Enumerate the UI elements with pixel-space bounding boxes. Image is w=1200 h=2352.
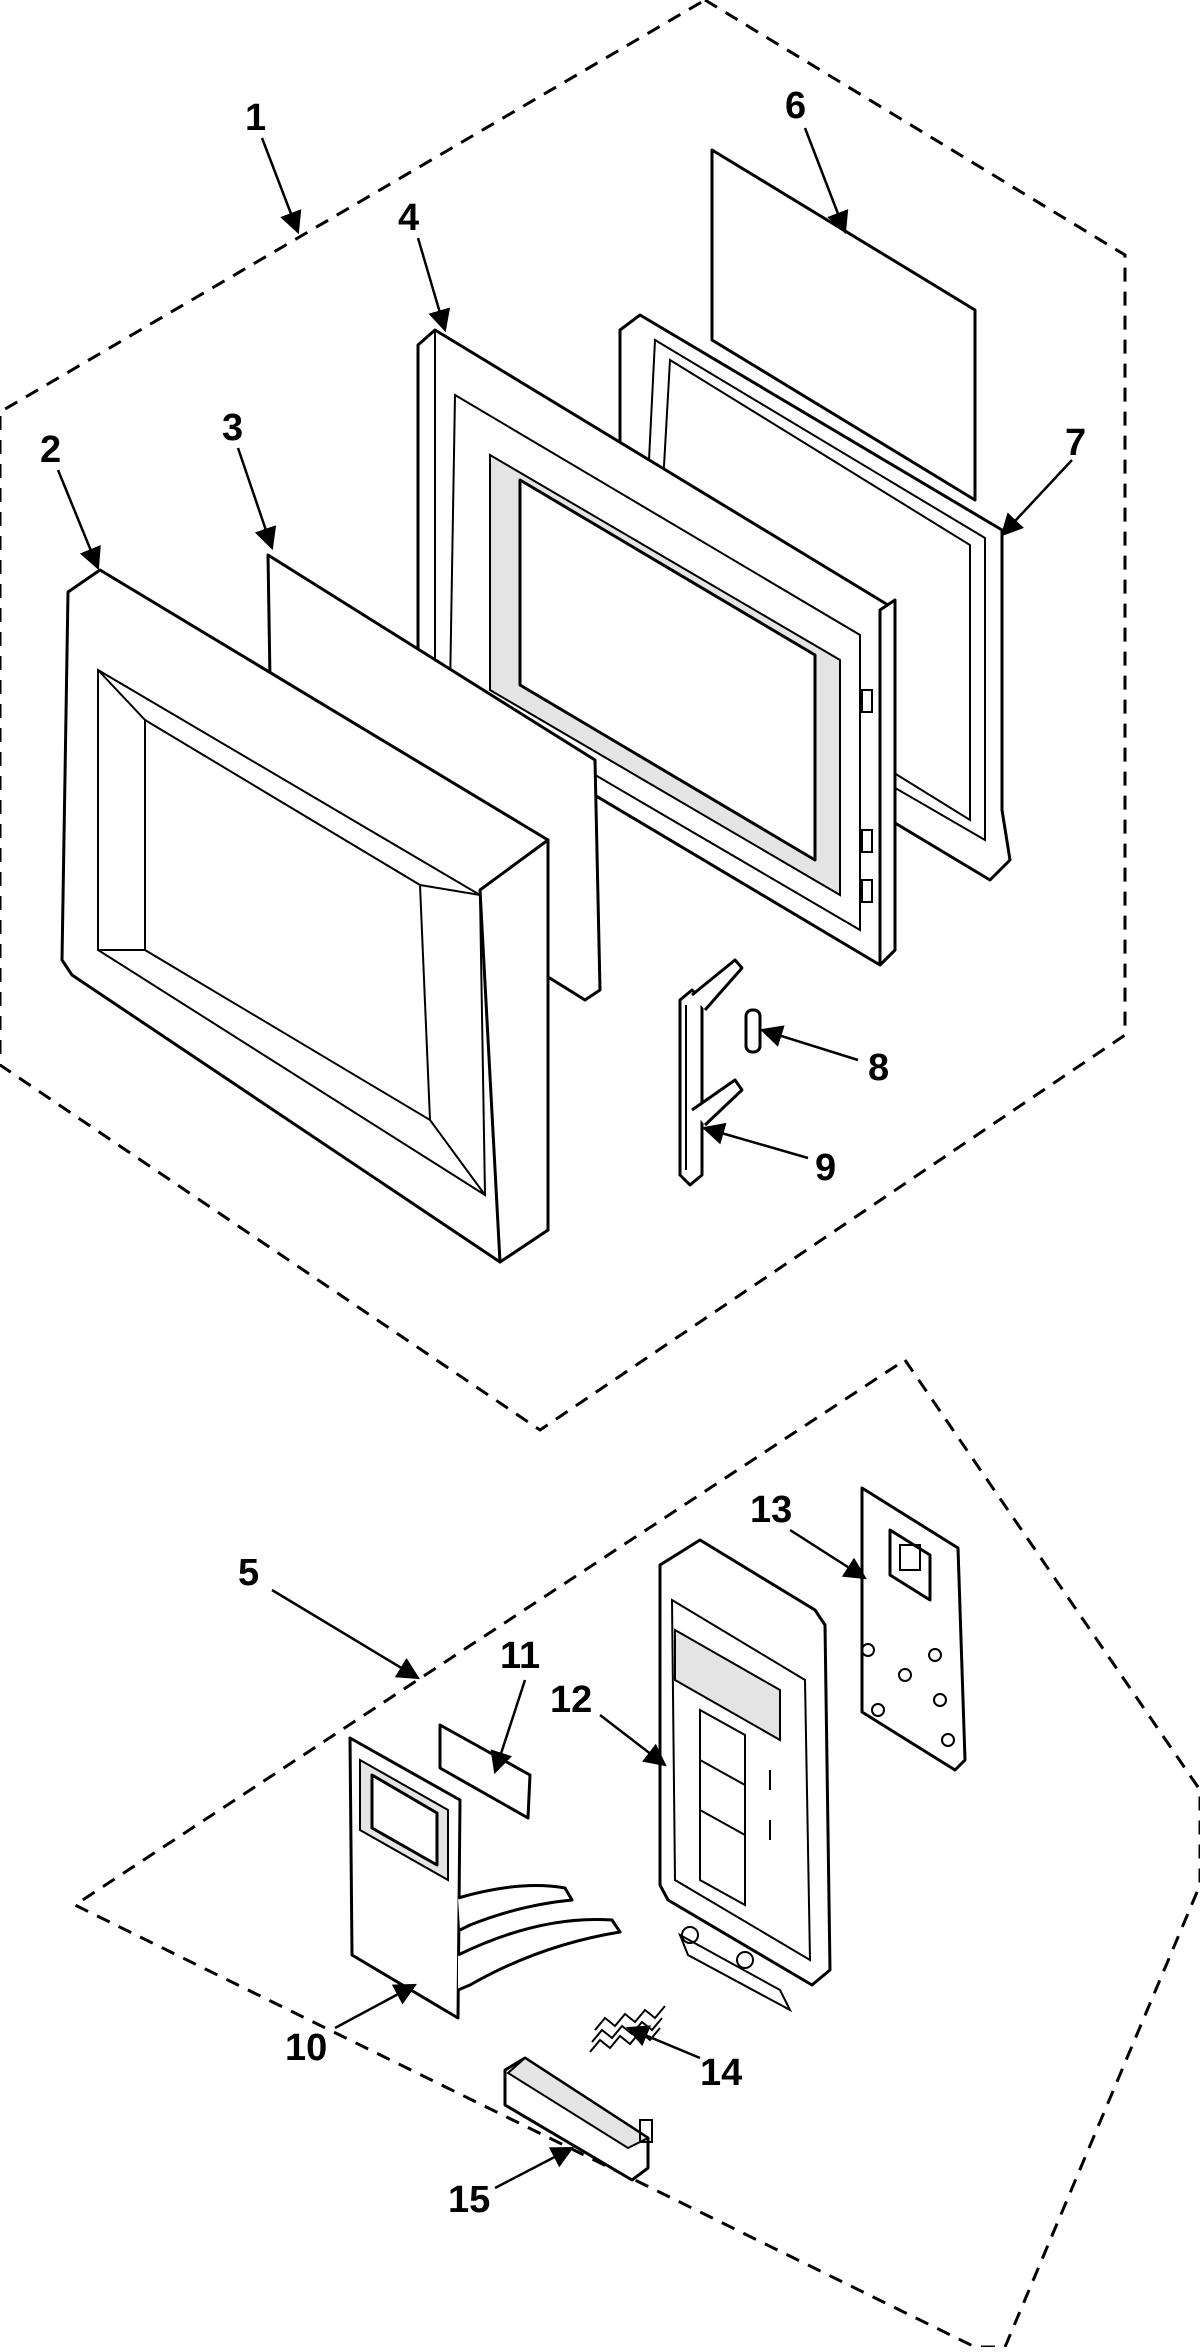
door-frame-part xyxy=(416,328,897,967)
callout-6: 6 xyxy=(785,85,806,127)
leader-line-10 xyxy=(334,1983,417,2030)
callout-2: 2 xyxy=(40,429,61,471)
door-assembly-boundary xyxy=(0,0,1127,1432)
leader-line-1 xyxy=(260,137,302,235)
callout-12: 12 xyxy=(550,1679,592,1721)
leader-line-2 xyxy=(56,469,101,571)
callout-13: 13 xyxy=(750,1489,792,1531)
callout-8: 8 xyxy=(868,1047,889,1089)
callout-10: 10 xyxy=(285,2027,327,2069)
callout-7: 7 xyxy=(1065,422,1086,464)
control-pcb-part xyxy=(860,1486,967,1772)
leader-line-15 xyxy=(494,2146,574,2190)
latch-spring-part xyxy=(744,1008,762,1054)
leader-line-13 xyxy=(789,1528,867,1580)
callout-15: 15 xyxy=(448,2179,490,2221)
leader-line-6 xyxy=(803,127,849,235)
leader-line-9 xyxy=(701,1122,809,1160)
keypad-membrane-part xyxy=(348,1736,622,2020)
control-assembly-boundary xyxy=(71,1357,1200,2349)
leader-line-3 xyxy=(236,447,277,551)
callout-5: 5 xyxy=(238,1552,259,1594)
callout-11: 11 xyxy=(500,1635,540,1677)
callout-1: 1 xyxy=(245,97,266,139)
leader-line-14 xyxy=(625,2025,701,2060)
callout-3: 3 xyxy=(222,407,243,449)
door-button-spring-part xyxy=(589,2005,666,2053)
door-outer-panel-part xyxy=(60,568,550,1264)
leader-line-12 xyxy=(599,1714,667,1767)
latch-hook-part xyxy=(678,958,744,1187)
window-screen-part xyxy=(710,148,977,502)
leader-line-4 xyxy=(416,237,451,333)
leader-line-8 xyxy=(759,1025,859,1062)
leader-line-5 xyxy=(271,1588,420,1680)
leader-line-11 xyxy=(490,1679,527,1775)
callout-9: 9 xyxy=(815,1147,836,1189)
control-housing-part xyxy=(658,1538,832,2013)
callout-14: 14 xyxy=(700,2052,742,2094)
callout-4: 4 xyxy=(398,197,419,239)
leader-line-7 xyxy=(1000,459,1073,537)
door-open-button-part xyxy=(503,2056,653,2182)
